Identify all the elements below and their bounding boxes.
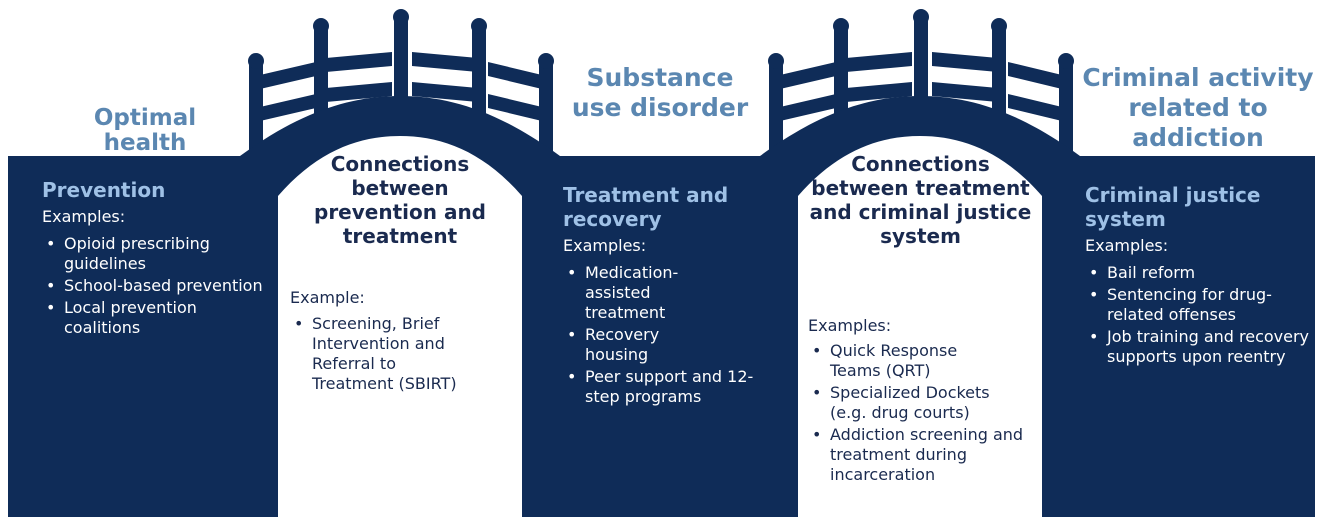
list-item: Addiction screening and treatment during… (808, 425, 1040, 485)
prevention-title: Prevention (42, 178, 166, 202)
heading-substance-use: Substance use disorder (571, 63, 749, 122)
list-item: Peer support and 12-step programs (563, 367, 763, 407)
heading-criminal-activity: Criminal activity related to addiction (1082, 63, 1314, 152)
prevention-label: Examples: (42, 207, 126, 226)
list-item: School-based prevention (42, 276, 267, 296)
justice-title: Criminal justice system (1085, 183, 1261, 231)
bridge1-list: Screening, Brief Intervention and Referr… (290, 314, 480, 396)
justice-list: Bail reform Sentencing for drug-related … (1085, 263, 1313, 369)
treatment-title: Treatment and recovery (563, 183, 729, 231)
justice-label: Examples: (1085, 236, 1169, 255)
bridge1-title: Connections between prevention and treat… (314, 152, 486, 248)
heading-optimal-health: Optimal health (93, 105, 197, 156)
bridge2-title: Connections between treatment and crimin… (809, 152, 1032, 248)
treatment-list: Medication-assisted treatment Recovery h… (563, 263, 763, 409)
list-item: Quick Response Teams (QRT) (808, 341, 1000, 381)
prevention-list: Opioid prescribing guidelines School-bas… (42, 234, 267, 340)
list-item: Bail reform (1085, 263, 1313, 283)
list-item: Sentencing for drug-related offenses (1085, 285, 1282, 325)
list-item: Specialized Dockets (e.g. drug courts) (808, 383, 1030, 423)
list-item: Recovery housing (563, 325, 695, 365)
list-item: Opioid prescribing guidelines (42, 234, 267, 274)
bridge2-label: Examples: (808, 316, 892, 335)
list-item: Local prevention coalitions (42, 298, 267, 338)
list-item: Job training and recovery supports upon … (1085, 327, 1313, 367)
bridge1-label: Example: (290, 288, 365, 307)
treatment-label: Examples: (563, 236, 647, 255)
list-item: Medication-assisted treatment (563, 263, 695, 323)
bridge2-list: Quick Response Teams (QRT) Specialized D… (808, 341, 1040, 487)
list-item: Screening, Brief Intervention and Referr… (290, 314, 480, 394)
